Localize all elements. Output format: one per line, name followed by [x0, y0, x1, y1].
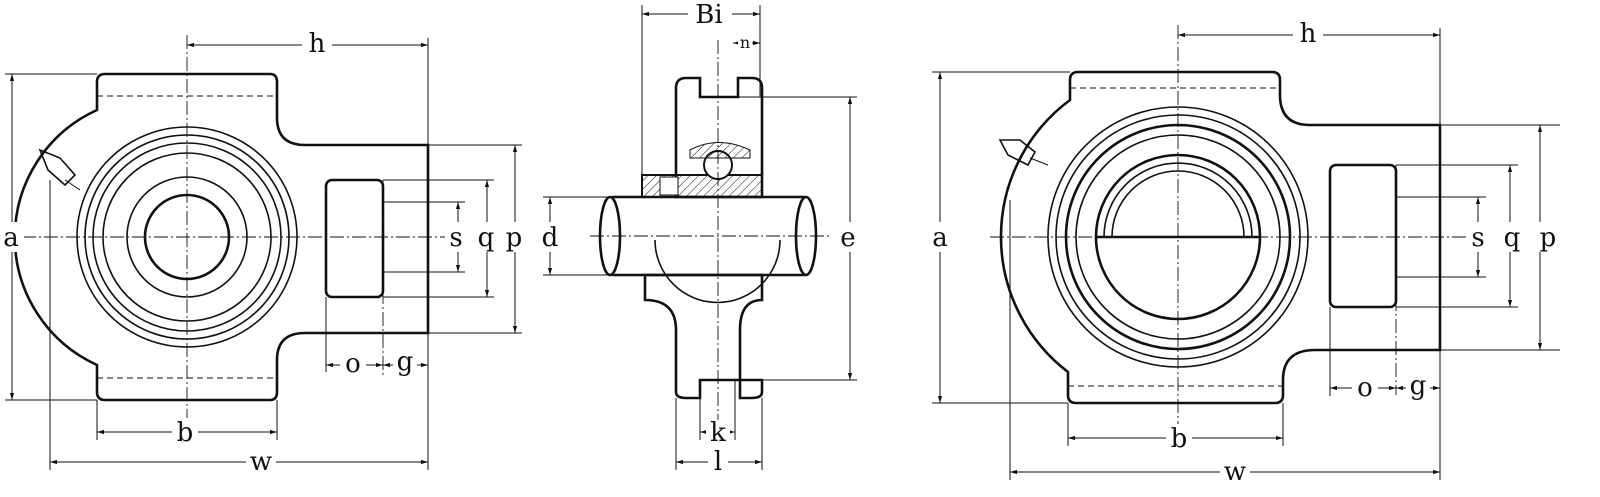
dim-g-label: g	[1410, 371, 1427, 401]
dim-k-label: k	[710, 418, 726, 448]
grease-nipple-icon	[998, 139, 1049, 167]
dim-w-label: w	[1224, 457, 1246, 487]
dim-p-label: p	[506, 223, 523, 253]
right-housing-outline	[999, 70, 1442, 405]
dim-b-label: b	[1171, 424, 1188, 454]
dim-e-label: e	[840, 223, 855, 253]
dim-d-label: d	[542, 223, 559, 253]
dim-bi-label: Bi	[695, 0, 722, 30]
dim-o-label: o	[1357, 373, 1373, 403]
dim-a-label: a	[932, 223, 948, 253]
left-front-view: h a s q p o g b w	[0, 28, 523, 477]
dim-l-label: l	[714, 447, 722, 477]
dim-h-label: h	[309, 29, 326, 59]
dim-o-label: o	[345, 349, 361, 379]
left-slot	[324, 178, 385, 299]
dim-p-label: p	[1540, 223, 1557, 253]
dim-w-label: w	[250, 447, 272, 477]
right-slot	[1328, 163, 1398, 309]
dim-h-label: h	[1300, 19, 1317, 49]
grease-nipple-icon	[38, 148, 81, 191]
dim-s-label: s	[449, 223, 462, 253]
shaft	[612, 195, 805, 277]
dim-b-label: b	[177, 418, 194, 448]
side-section-view: Bi n d e k l	[538, 0, 864, 477]
dim-g-label: g	[397, 347, 414, 377]
right-front-view: h a s q p o g b w	[928, 18, 1560, 487]
dim-a-label: a	[3, 223, 19, 253]
dim-q-label: q	[478, 223, 495, 253]
side-housing-outline	[674, 76, 764, 199]
dim-s-label: s	[1471, 223, 1484, 253]
dim-q-label: q	[1504, 223, 1521, 253]
dim-n-label: n	[740, 33, 750, 52]
